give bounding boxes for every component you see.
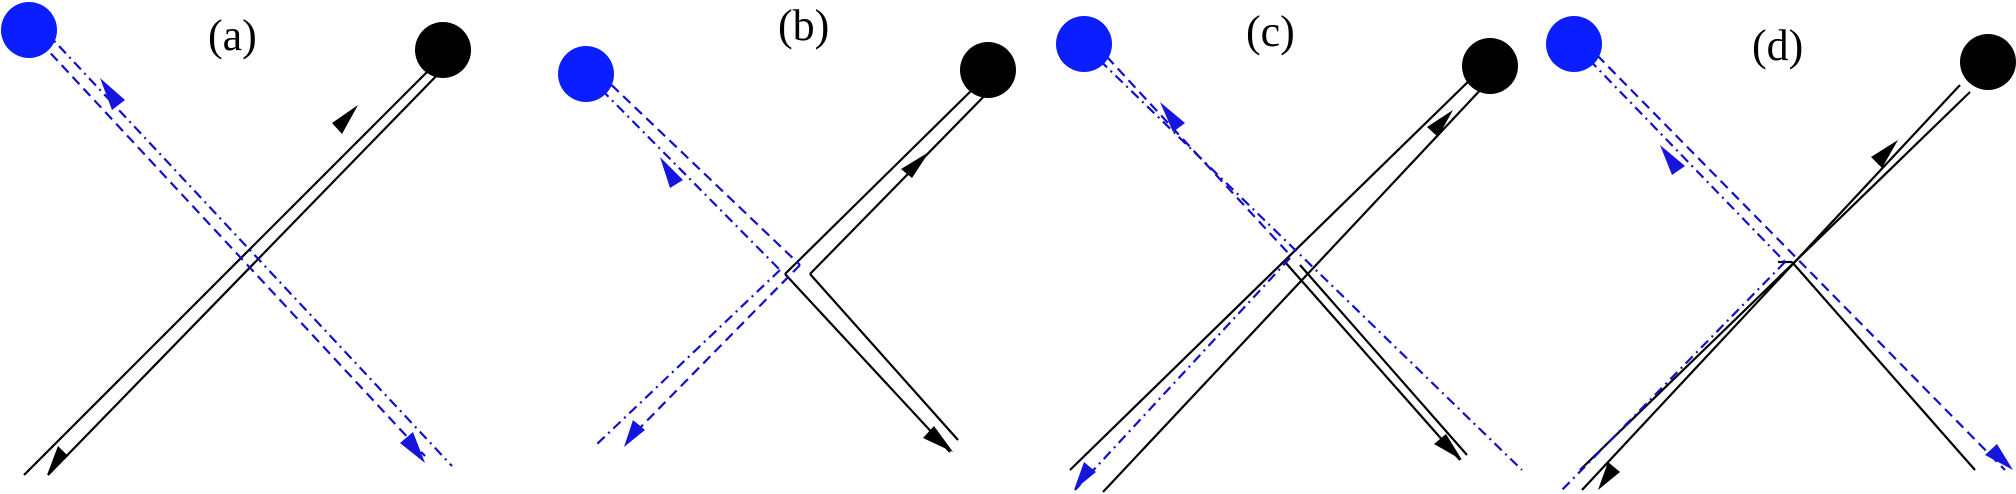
panel-c-blue-arrow-up — [1160, 102, 1185, 132]
panel-b-blue-arrow-up — [660, 157, 683, 188]
panel-d-label: (d) — [1752, 21, 1803, 70]
panel-b-blue-dashdot-upper — [585, 73, 781, 271]
panel-b-blue-dashdot-lower — [595, 269, 781, 446]
panel-d-black-line-outer — [1581, 84, 1961, 491]
panel-d-blue-arrow-up — [1660, 145, 1685, 175]
panel-d-blue-dashdot-lower-left — [1559, 261, 1786, 493]
panel-b: (b) — [558, 1, 1016, 453]
panel-a-blue-arrow-down — [400, 432, 425, 463]
panel-c-black-node — [1462, 38, 1518, 94]
panel-d-blue-node — [1546, 16, 1602, 72]
panel-d-black-arrow-up — [1871, 140, 1898, 168]
panel-c-blue-arrow-down — [1074, 462, 1096, 490]
panel-a: (a) — [1, 2, 471, 476]
panel-b-blue-dashed-lower — [627, 264, 801, 441]
panel-a-black-line-outer — [23, 66, 433, 476]
panel-c-black-arrow-up — [1427, 110, 1453, 137]
panel-b-black-line-inner-upper — [809, 84, 996, 275]
panel-d-black-node — [1960, 34, 2016, 90]
panel-c-blue-node — [1056, 16, 1112, 72]
panel-c: (c) — [1056, 7, 1523, 493]
panel-d-black-line-inner — [1579, 91, 1971, 471]
panel-d-black-arrow-down — [1598, 462, 1620, 490]
panel-d-blue-arrow-down — [1985, 444, 2013, 470]
panel-b-black-arrow-down — [923, 426, 953, 452]
panel-a-black-node — [415, 22, 471, 78]
panel-b-blue-arrow-down — [624, 420, 645, 447]
panel-d-blue-dashdot-upper — [1573, 43, 1786, 263]
panel-c-blue-dashdot-lower-left — [1074, 257, 1291, 491]
panel-a-black-line-inner — [47, 67, 445, 476]
panel-a-blue-arrow-up — [100, 78, 125, 110]
panel-b-black-line-inner-lower — [809, 273, 959, 441]
panel-a-blue-dashdot-line — [43, 29, 453, 467]
panel-a-blue-dashed-line — [28, 29, 426, 457]
panel-d-blue-dashed-line — [1585, 43, 2006, 471]
panel-b-black-line-outer-upper — [784, 84, 978, 275]
panel-c-black-line-lower-right-a — [1299, 264, 1468, 456]
panel-b-black-node — [960, 42, 1016, 98]
panel-c-black-line-outer — [1102, 84, 1486, 493]
panel-b-label: (b) — [778, 1, 829, 50]
panel-a-black-arrow-down — [47, 446, 68, 475]
panel-c-blue-dashdot-line — [1083, 44, 1523, 471]
panel-b-blue-dashed-upper — [599, 73, 801, 266]
panel-d-black-line-lower-right — [1791, 261, 1976, 471]
panel-c-blue-dashed-upper — [1095, 44, 1291, 256]
panel-c-black-line-lower-right-b — [1284, 261, 1461, 461]
panel-b-black-arrow-up — [901, 152, 929, 178]
panel-d: (d) — [1546, 16, 2016, 493]
panel-a-label: (a) — [208, 11, 257, 60]
panel-c-black-arrow-down — [1434, 434, 1462, 460]
panel-b-blue-node — [558, 46, 614, 102]
panel-c-label: (c) — [1246, 7, 1295, 56]
panel-b-black-line-outer-lower — [784, 273, 951, 453]
panel-c-black-line-inner — [1069, 74, 1476, 471]
panel-a-blue-node — [1, 2, 57, 58]
panel-a-black-arrow-up — [332, 105, 358, 134]
